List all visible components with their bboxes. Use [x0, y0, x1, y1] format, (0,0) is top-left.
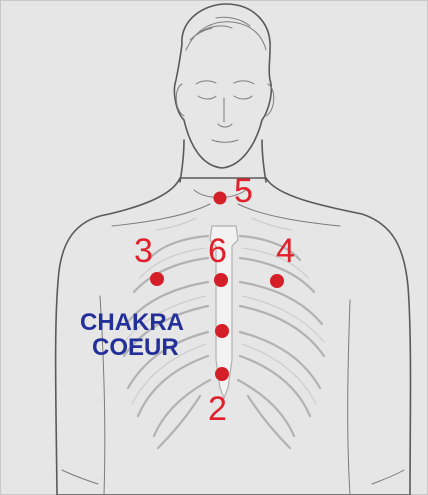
point-3-label: 3: [134, 232, 153, 270]
point-6-label: 6: [208, 232, 227, 270]
point-3-dot: [150, 272, 164, 286]
point-4-dot: [270, 274, 284, 288]
point-heart-dot: [215, 324, 229, 338]
point-2-dot: [215, 367, 229, 381]
point-5-dot: [214, 192, 227, 205]
chakra-label-line1: CHAKRA: [80, 309, 184, 336]
point-5-label: 5: [234, 172, 253, 210]
chakra-label-line2: COEUR: [92, 334, 179, 361]
point-2-label: 2: [208, 390, 227, 428]
point-4-label: 4: [276, 232, 295, 270]
point-6-dot: [214, 273, 228, 287]
